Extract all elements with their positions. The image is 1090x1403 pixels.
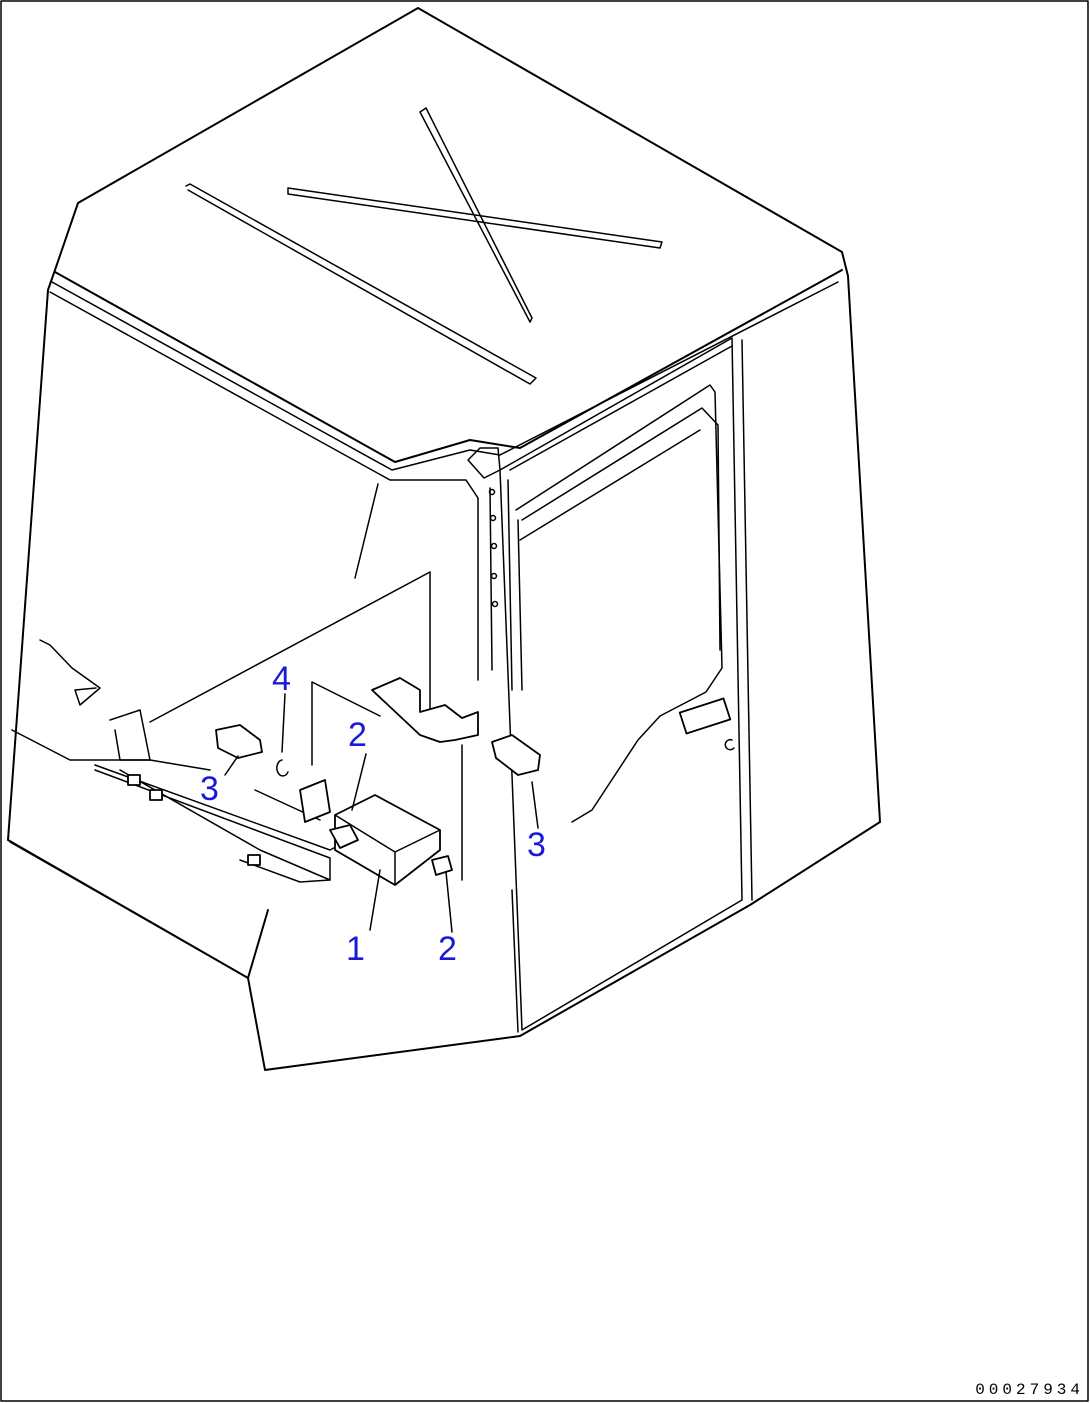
bracket-left: [299, 779, 331, 823]
cab-body: [7, 275, 881, 1071]
bracket-upper: [371, 677, 479, 743]
leader-lines: [224, 693, 539, 933]
drawing-number: 00027934: [975, 1381, 1084, 1399]
cab-roof: [47, 7, 849, 499]
bolt-left: [215, 724, 263, 759]
clip-ring: [276, 759, 289, 777]
callout-2-upper: 2: [348, 716, 367, 754]
callout-2-lower: 2: [438, 930, 457, 968]
controller-box: [334, 794, 441, 886]
callout-3-left: 3: [200, 770, 219, 808]
cab-door: [499, 337, 753, 1033]
callout-4: 4: [272, 660, 291, 698]
bolt-right: [491, 734, 541, 776]
callout-1: 1: [346, 930, 365, 968]
harness-assembly: [11, 571, 541, 886]
callout-3-right: 3: [527, 826, 546, 864]
